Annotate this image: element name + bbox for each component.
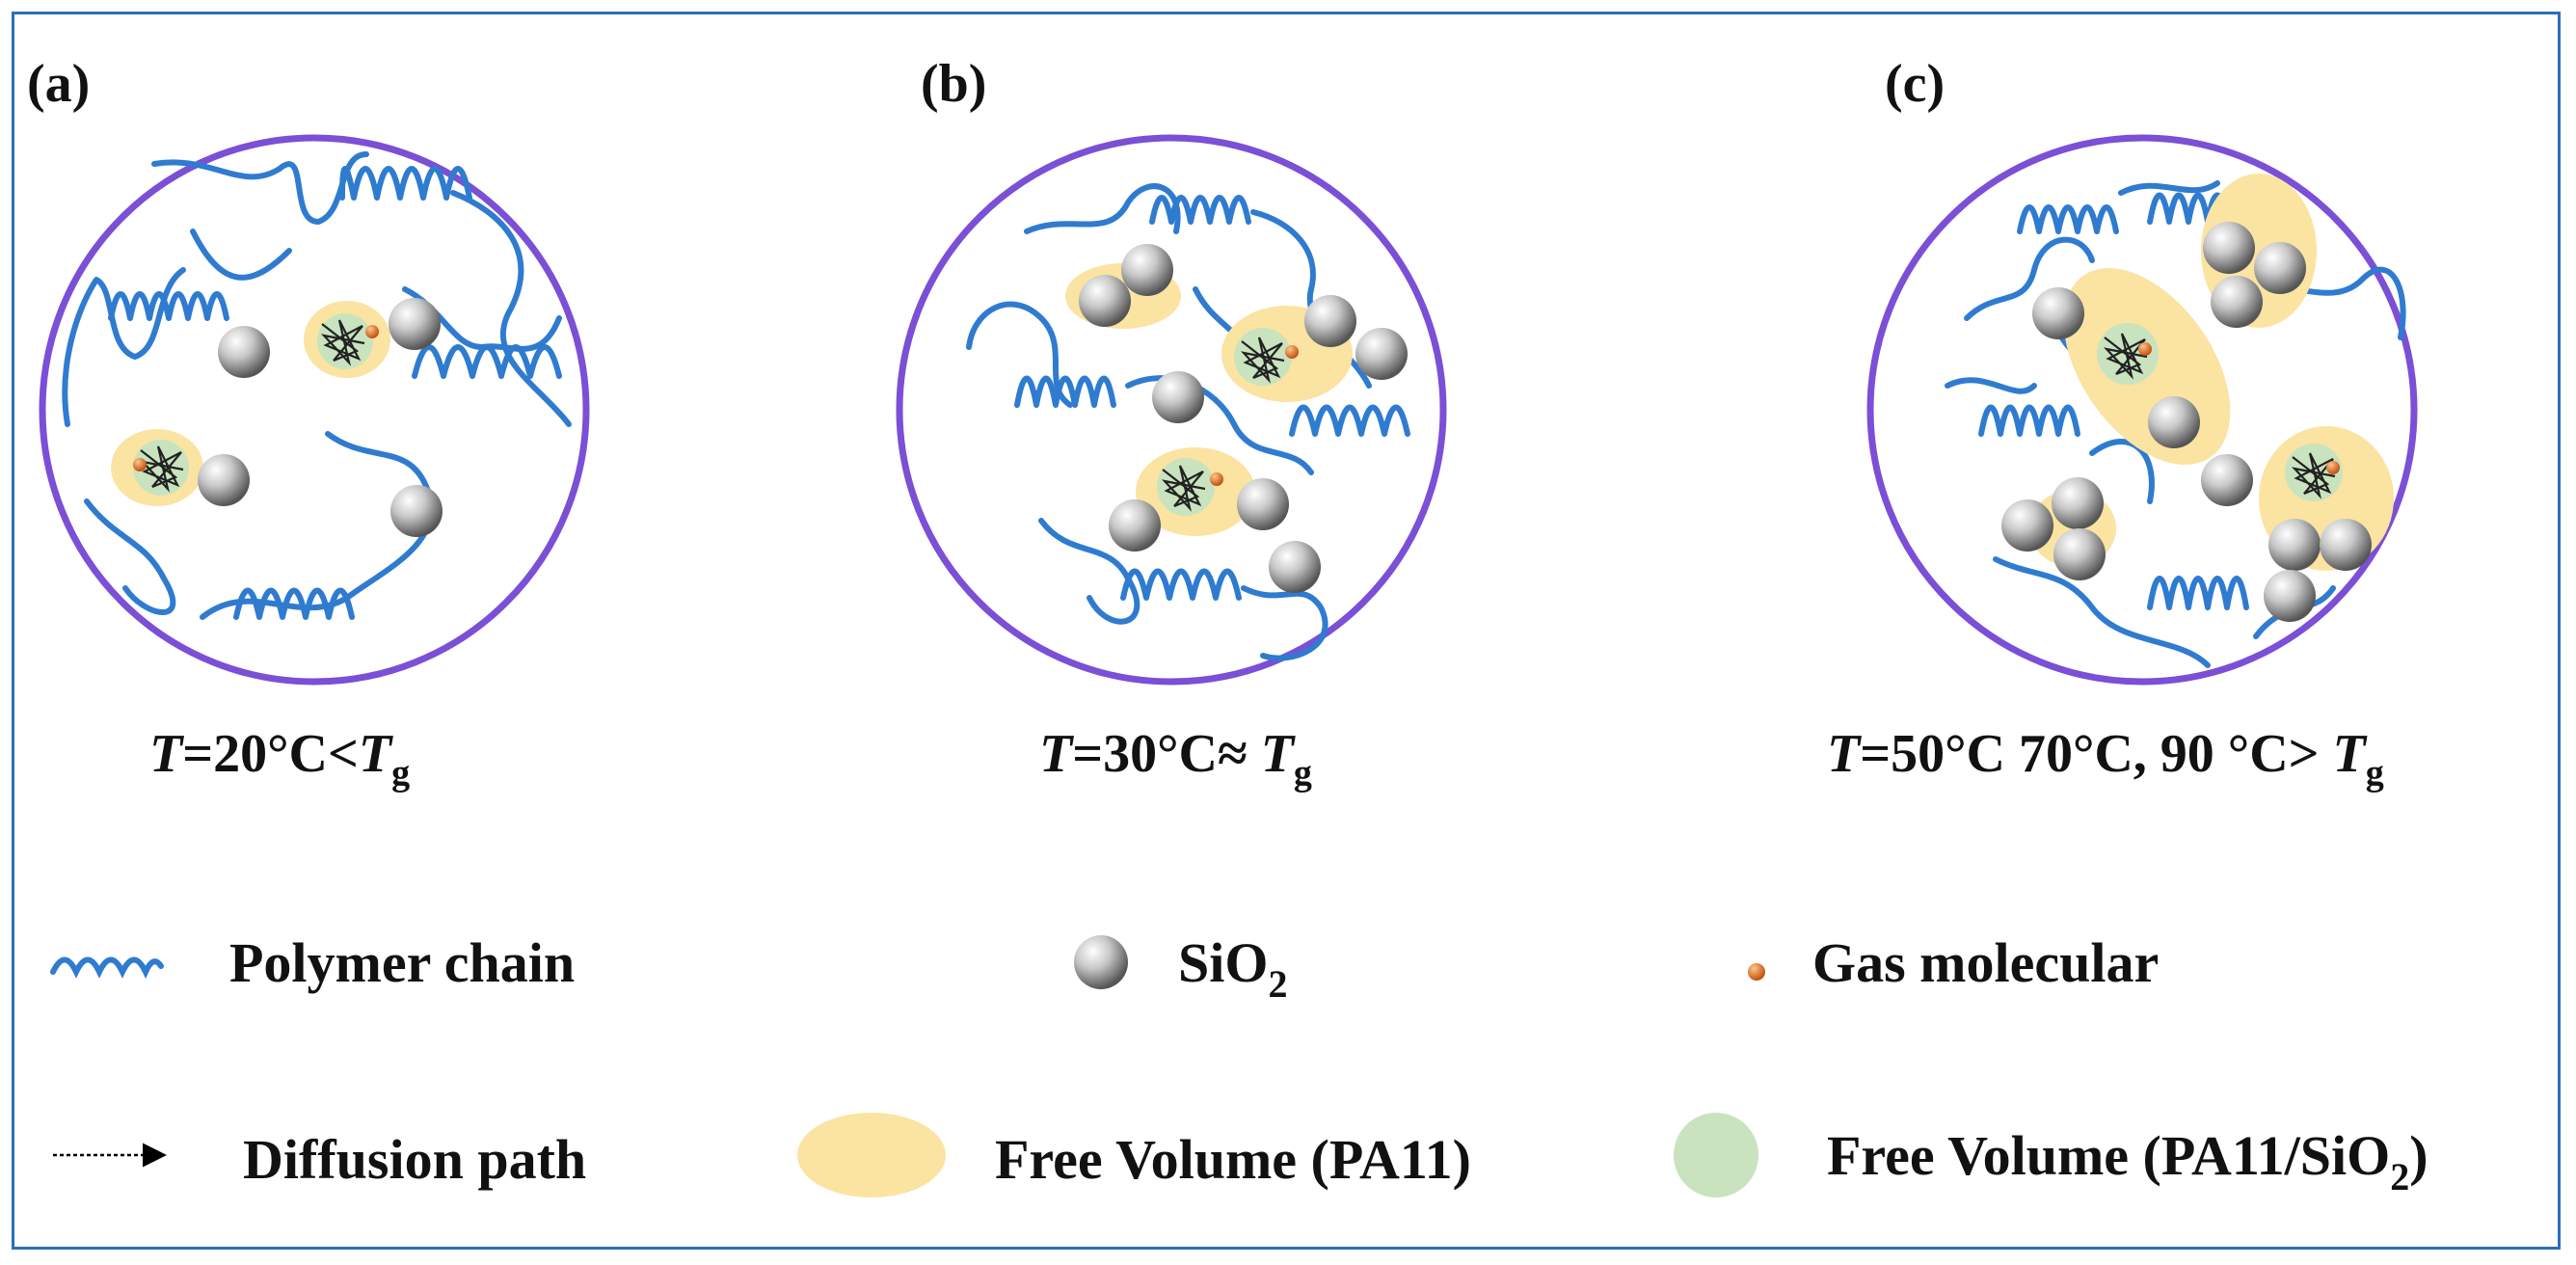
legend-gas: Gas molecular (1812, 931, 2159, 994)
sio2-sphere (2053, 528, 2106, 580)
legend-fv-composite: Free Volume (PA11/SiO2) (1827, 1124, 2428, 1198)
gas-molecule-b2 (1210, 472, 1223, 486)
legend-polymer-chain: Polymer chain (229, 931, 575, 994)
sample-circle-b (896, 134, 1447, 686)
free-volume-composite-icon (1674, 1113, 1758, 1198)
sio2-sphere (2201, 454, 2253, 506)
legend-fv-pa11: Free Volume (PA11) (995, 1128, 1471, 1191)
panel-a: (a) T=20°C<Tg (27, 54, 590, 794)
polymer-chain-icon (50, 956, 164, 980)
sio2-sphere (2254, 242, 2306, 294)
gas-molecule-c2 (2326, 461, 2340, 474)
sio2-sphere (2320, 519, 2372, 571)
polymer-chains-b (966, 183, 1410, 661)
sio2-sphere (1304, 295, 1356, 347)
gas-molecule-a2 (133, 458, 147, 471)
legend-sio2: SiO2 (1178, 931, 1288, 1006)
polymer-chains-a (62, 151, 572, 620)
sio2-sphere (2032, 287, 2084, 339)
sio2-sphere (1109, 499, 1161, 552)
sio2-sphere (1269, 541, 1321, 593)
sio2-sphere (1079, 275, 1131, 327)
sio2-sphere (2211, 276, 2263, 328)
sio2-sphere (2264, 570, 2316, 622)
gas-molecule-icon (1748, 963, 1765, 981)
legend-diffusion: Diffusion path (243, 1128, 586, 1191)
sio2-sphere (389, 298, 441, 350)
sample-circle-a (39, 134, 590, 686)
sio2-sphere (2001, 499, 2053, 552)
sio2-sphere (390, 485, 443, 537)
panel-label-a: (a) (27, 54, 90, 114)
sio2-sphere (1237, 478, 1289, 530)
free-volume-pa11-icon (797, 1113, 946, 1198)
gas-molecule-b1 (1285, 345, 1299, 359)
sio2-sphere (2052, 477, 2104, 529)
condition-c: T=50°C 70°C, 90 °C> Tg (1827, 724, 2384, 794)
sio2-sphere (2148, 396, 2200, 448)
panel-label-c: (c) (1885, 54, 1945, 114)
legend: Polymer chain SiO2 Gas molecular Diffusi… (50, 931, 2428, 1198)
gas-molecule-a1 (365, 325, 379, 338)
sio2-icon (1074, 935, 1128, 989)
condition-b: T=30°C≈ Tg (1039, 724, 1312, 794)
sio2-sphere (198, 454, 250, 506)
sio2-sphere (218, 326, 270, 378)
figure-frame (12, 12, 2561, 1250)
sio2-sphere (2203, 222, 2255, 274)
sample-circle-c (1866, 134, 2418, 686)
sio2-sphere (1355, 328, 1408, 380)
condition-a: T=20°C<Tg (149, 724, 410, 794)
panel-label-b: (b) (921, 54, 986, 114)
gas-molecule-c1 (2138, 342, 2152, 356)
sio2-sphere (1121, 244, 1173, 296)
sio2-sphere (1152, 371, 1204, 423)
panel-c: (c) (1827, 54, 2418, 794)
sio2-sphere (2268, 519, 2321, 571)
panel-b: (b) T=30°C≈ Tg (896, 54, 1447, 794)
